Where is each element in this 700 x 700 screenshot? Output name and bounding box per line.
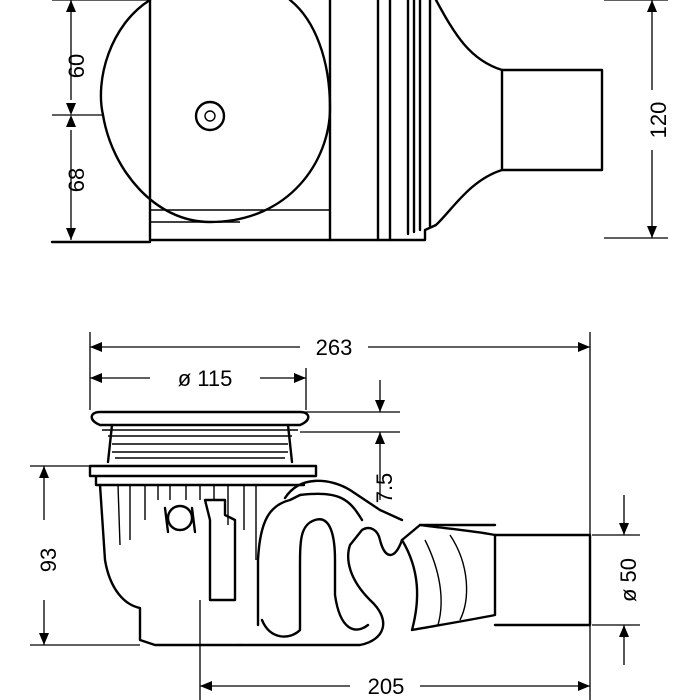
dim-60: 60 68 — [52, 0, 150, 240]
inner-drop — [203, 498, 237, 602]
top-view-grate-base — [150, 209, 330, 223]
dim-263: 263 — [89, 332, 591, 535]
dim-label-68: 68 — [64, 168, 89, 192]
top-view — [50, 0, 604, 244]
top-view-outlet — [434, 0, 604, 227]
housing-ribs — [117, 484, 257, 560]
dim-7-5: 7.5 — [300, 380, 400, 503]
dim-label-50: ø 50 — [616, 558, 641, 602]
drain-hole-inner — [204, 110, 216, 122]
flange — [88, 464, 318, 487]
outlet-pipe — [493, 533, 592, 627]
trap-loop — [260, 518, 370, 638]
grate-cap-lines — [102, 429, 298, 459]
trap-pipe-inner — [256, 492, 364, 627]
dim-label-263: 263 — [316, 335, 353, 360]
grate-cap — [90, 410, 310, 427]
dim-label-93: 93 — [36, 548, 61, 572]
grate-body — [106, 423, 294, 464]
dim-93: 93 — [30, 465, 140, 646]
side-view — [88, 410, 592, 647]
top-view-housing — [148, 0, 438, 242]
top-view-body-lines — [328, 0, 432, 242]
dim-205: 205 — [199, 600, 591, 700]
dim-label-120: 120 — [646, 102, 671, 139]
trap-pipe-outer — [238, 523, 497, 647]
drain-hole-icon — [194, 100, 226, 132]
outlet-cone-lines — [424, 534, 468, 626]
side-port-rim — [163, 506, 197, 534]
dim-label-205: 205 — [368, 674, 405, 699]
top-view-grate-circle — [99, 0, 332, 224]
housing-body — [98, 483, 242, 647]
dim-label-115: ø 115 — [178, 366, 233, 391]
side-port-icon — [166, 504, 194, 532]
dim-label-60: 60 — [64, 54, 89, 78]
dim-120: 120 — [604, 0, 671, 239]
outlet-cone — [400, 523, 497, 632]
dim-label-7-5: 7.5 — [372, 473, 397, 504]
dim-115: ø 115 — [90, 366, 307, 410]
trap-outer-bend — [283, 479, 404, 522]
dim-50: ø 50 — [592, 495, 641, 665]
